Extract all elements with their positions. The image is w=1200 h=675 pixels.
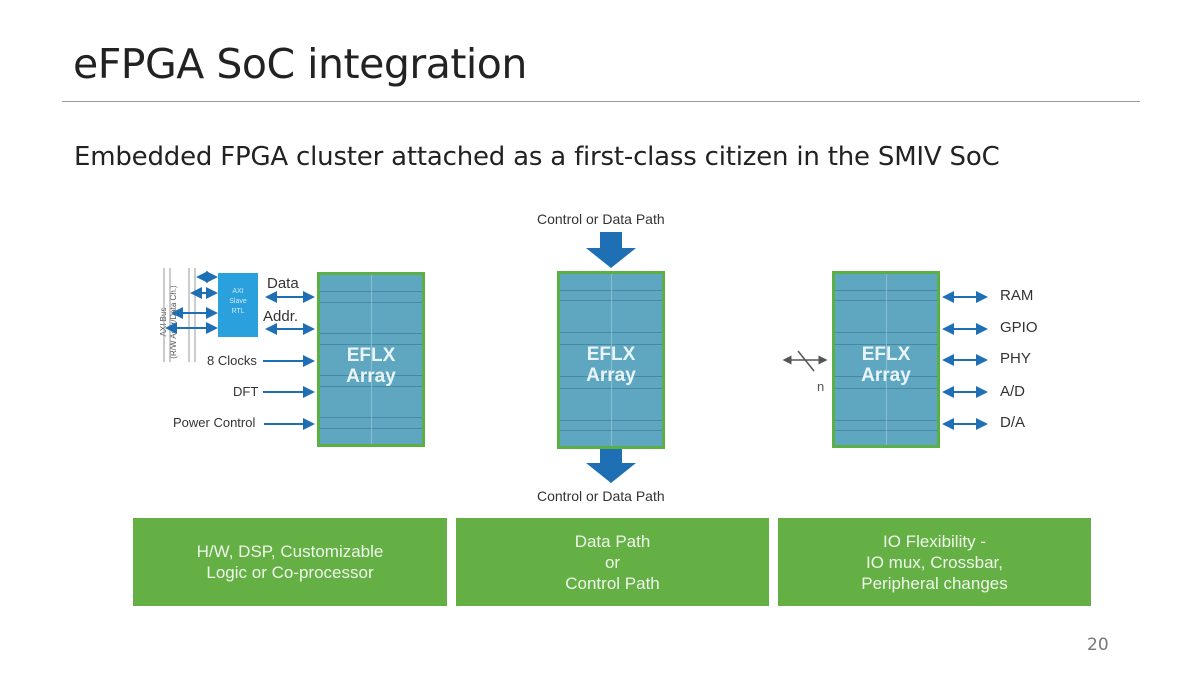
feature-box-line: Peripheral changes (861, 573, 1008, 593)
left-signal-arrows (263, 291, 315, 430)
feature-box-line: IO Flexibility - (883, 531, 986, 551)
eflx-array-center: EFLX Array (557, 271, 665, 449)
axi-bus-lines (163, 268, 196, 362)
eflx-array-left: EFLX Array (317, 272, 425, 447)
signal-dft: DFT (233, 384, 259, 399)
array-label-line1: EFLX (861, 344, 911, 365)
feature-box-line: IO mux, Crossbar, (866, 552, 1003, 572)
control-data-path-top-label: Control or Data Path (537, 211, 665, 227)
array-label-line1: EFLX (586, 344, 636, 365)
bus-width-label: n (817, 379, 825, 394)
signal-da: D/A (1000, 414, 1026, 431)
axi-block-line: RTL (231, 308, 245, 315)
signal-8-clocks: 8 Clocks (207, 353, 257, 368)
center-big-arrows (586, 232, 636, 483)
feature-box-line: Control Path (565, 573, 660, 593)
array-label-line2: Array (346, 366, 396, 387)
feature-box-line: Logic or Co-processor (206, 563, 374, 582)
right-input-bus-arrow (782, 350, 828, 372)
feature-box-line: Data Path (574, 531, 651, 551)
feature-box-data-path: Data Path or Control Path (456, 518, 769, 606)
signal-power-control: Power Control (173, 415, 256, 430)
axi-block-line: Slave (229, 298, 247, 305)
title-divider (62, 101, 1140, 102)
down-arrow-top-icon (586, 232, 636, 268)
right-signal-arrows (942, 291, 988, 430)
array-label-line2: Array (586, 365, 636, 386)
array-label-line1: EFLX (346, 345, 396, 366)
slide-subtitle: Embedded FPGA cluster attached as a firs… (74, 142, 1000, 172)
eflx-array-right: EFLX Array (832, 271, 940, 448)
feature-box-hw-dsp: H/W, DSP, Customizable Logic or Co-proce… (133, 518, 447, 606)
axi-slave-rtl-block: AXI Slave RTL (218, 273, 258, 337)
slide-title: eFPGA SoC integration (73, 40, 527, 88)
page-number: 20 (1087, 635, 1109, 655)
signal-ram: RAM (1000, 287, 1034, 304)
signal-data: Data (267, 275, 299, 292)
feature-box-line: or (604, 552, 621, 572)
signal-ad: A/D (1000, 383, 1026, 400)
down-arrow-bottom-icon (586, 449, 636, 483)
signal-addr: Addr. (263, 308, 299, 325)
control-data-path-bottom-label: Control or Data Path (537, 488, 665, 504)
feature-box-line: H/W, DSP, Customizable (196, 542, 384, 561)
signal-gpio: GPIO (1000, 319, 1038, 336)
feature-box-io-flexibility: IO Flexibility - IO mux, Crossbar, Perip… (778, 518, 1091, 606)
array-label-line2: Array (861, 365, 911, 386)
axi-bus-arrows (165, 271, 218, 334)
signal-phy: PHY (1000, 350, 1031, 367)
axi-block-line: AXI (232, 288, 244, 295)
